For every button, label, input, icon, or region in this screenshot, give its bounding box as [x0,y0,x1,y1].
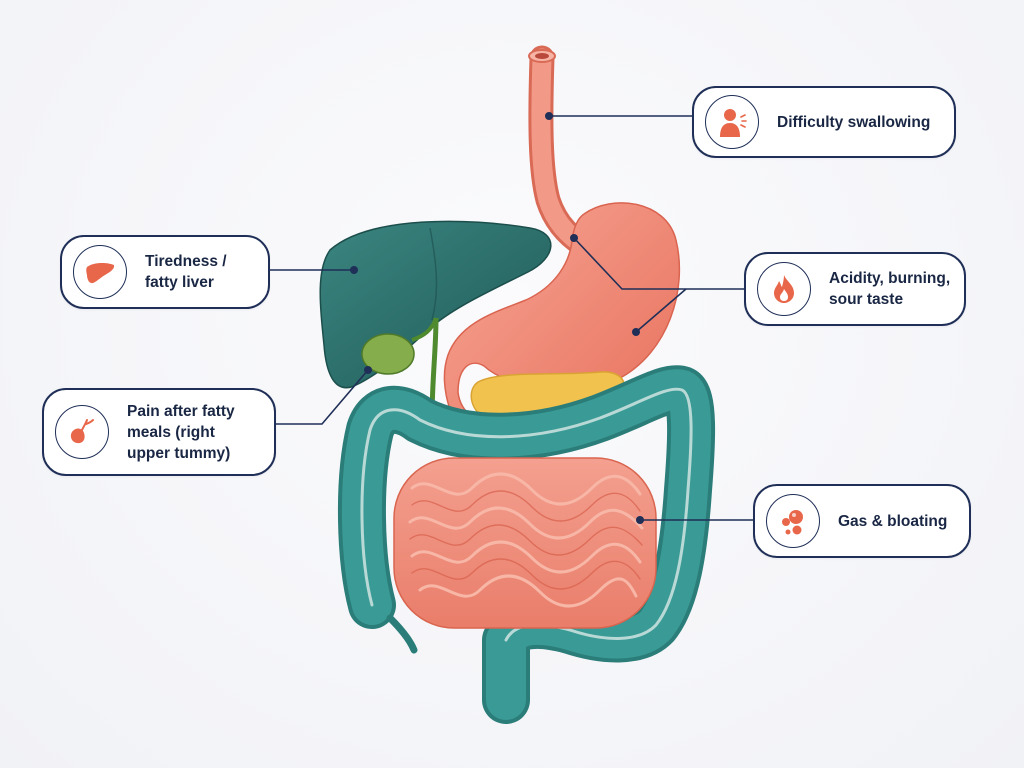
callout-acidity: Acidity, burning, sour taste [744,252,966,326]
gallbladder-icon [55,405,109,459]
anchor-dot-acidity-2 [632,328,640,336]
anchor-dot-gas [636,516,644,524]
callout-label: Acidity, burning, sour taste [829,270,951,308]
bubbles-icon [766,494,820,548]
callout-pain-fatty-meals: Pain after fatty meals (right upper tumm… [42,388,276,476]
anchor-dot-tiredness [350,266,358,274]
appendix [386,614,418,654]
anchor-dot-pain [364,366,372,374]
callout-difficulty-swallowing: Difficulty swallowing [692,86,956,158]
callout-tiredness-fatty-liver: Tiredness / fatty liver [60,235,270,309]
callout-label: Gas & bloating [838,512,948,530]
anchor-dot-acidity-1 [570,234,578,242]
flame-icon [757,262,811,316]
anchor-dot-swallow [545,112,553,120]
callout-label: Tiredness / fatty liver [145,253,227,291]
small-intestine [393,457,657,629]
leader-line-acidity-1 [573,237,744,290]
liver-icon [73,245,127,299]
person-throat-icon [705,95,759,149]
callout-gas-bloating: Gas & bloating [753,484,971,558]
gallbladder [361,333,415,375]
callout-label: Difficulty swallowing [777,113,931,131]
callout-label: Pain after fatty meals (right upper tumm… [127,402,235,462]
leader-line-pain [276,369,369,425]
leader-line-acidity-2 [635,288,687,333]
